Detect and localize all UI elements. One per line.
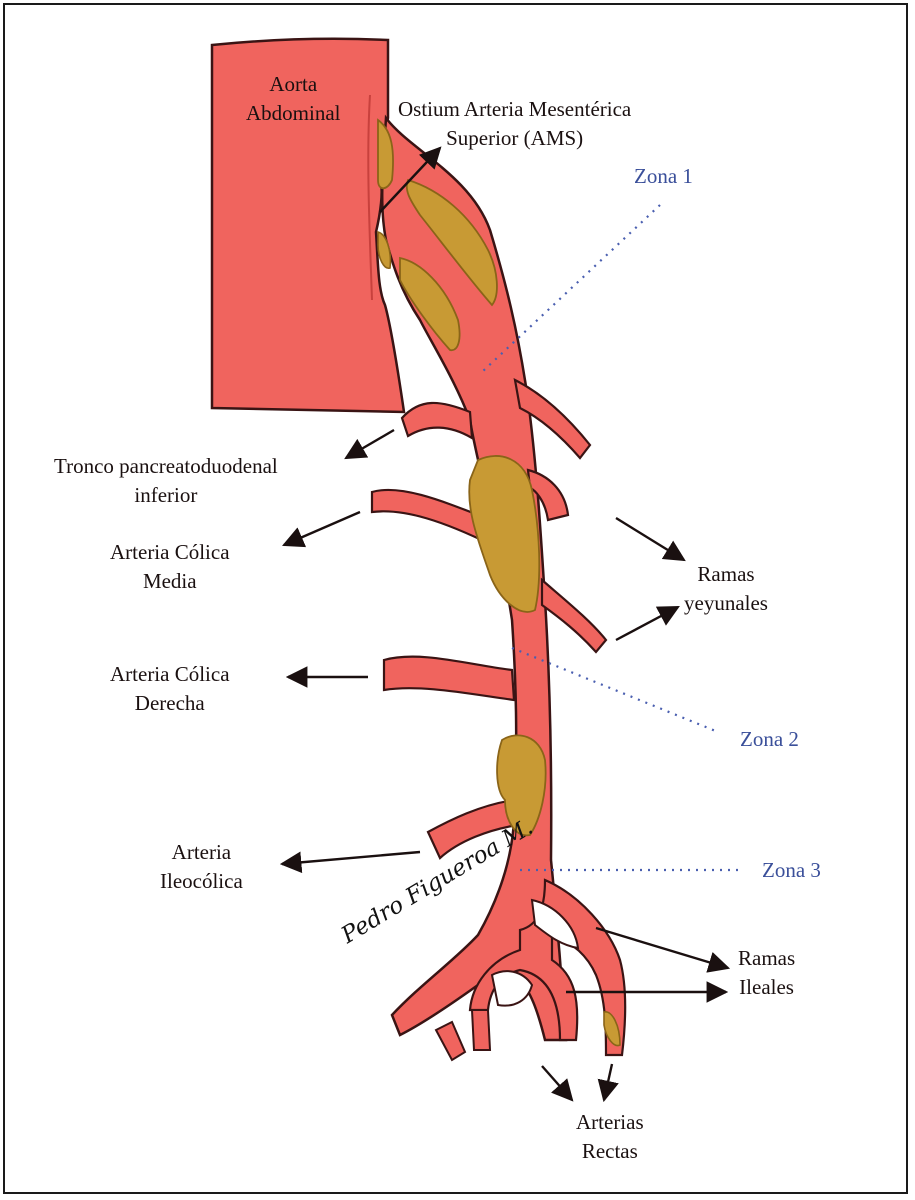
label-colica-media: Arteria Cólica Media	[110, 540, 230, 593]
plaque-proximal	[405, 178, 498, 307]
label-zona-2: Zona 2	[740, 727, 799, 751]
branch-colica-media	[370, 488, 494, 547]
plaque-zona-2	[468, 455, 541, 613]
ileocolica-arrow	[279, 850, 421, 874]
label-zona-1: Zona 1	[634, 164, 693, 188]
branch-yeyunal-3	[540, 577, 608, 654]
recta-stub-1	[434, 1020, 467, 1062]
label-arterias-rectas: Arterias Rectas	[576, 1110, 644, 1163]
branch-tronco-pancreatoduodenal	[400, 401, 474, 441]
plaque-side	[377, 230, 392, 269]
recta-stub-2	[470, 1009, 492, 1051]
ileal-loop-hole-2	[490, 970, 534, 1007]
zona-2-line	[511, 646, 719, 734]
zona-1-line	[481, 204, 661, 373]
label-zona-3: Zona 3	[762, 858, 821, 882]
branch-yeyunal-1	[513, 378, 592, 460]
plaque-lower-wall	[399, 256, 461, 352]
label-ramas-yeyunales: Ramas yeyunales	[684, 562, 768, 615]
branch-colica-derecha	[382, 655, 516, 702]
ileal-arrow-1	[595, 926, 731, 973]
plaque-zona-3	[496, 734, 547, 837]
yeyunal-arrow-1	[615, 516, 686, 562]
colica-media-arrow	[282, 510, 361, 548]
ileal-network	[468, 878, 627, 1057]
ostium-arrow	[379, 146, 442, 213]
recta-arrow-1	[541, 1065, 574, 1102]
tronco-arrow	[344, 428, 395, 460]
plaque-ileal	[603, 1011, 621, 1047]
ileal-loop-hole-1	[530, 898, 580, 950]
aorta-vessel	[210, 37, 406, 414]
branch-ileocolica	[426, 798, 516, 860]
label-ileocolica: Arteria Ileocólica	[160, 840, 243, 893]
yeyunal-arrow-2	[615, 605, 680, 642]
label-ostium: Ostium Arteria Mesentérica Superior (AMS…	[398, 97, 632, 150]
label-ramas-ileales: Ramas Ileales	[738, 946, 796, 999]
plaque-ostium	[377, 118, 394, 190]
label-colica-derecha: Arteria Cólica Derecha	[110, 662, 230, 715]
label-aorta: Aorta Abdominal	[246, 72, 341, 125]
aorta-shade	[367, 94, 373, 301]
branch-yeyunal-2	[526, 468, 570, 522]
label-tronco: Tronco pancreatoduodenal inferior	[54, 454, 278, 507]
recta-arrow-2	[597, 1063, 619, 1103]
